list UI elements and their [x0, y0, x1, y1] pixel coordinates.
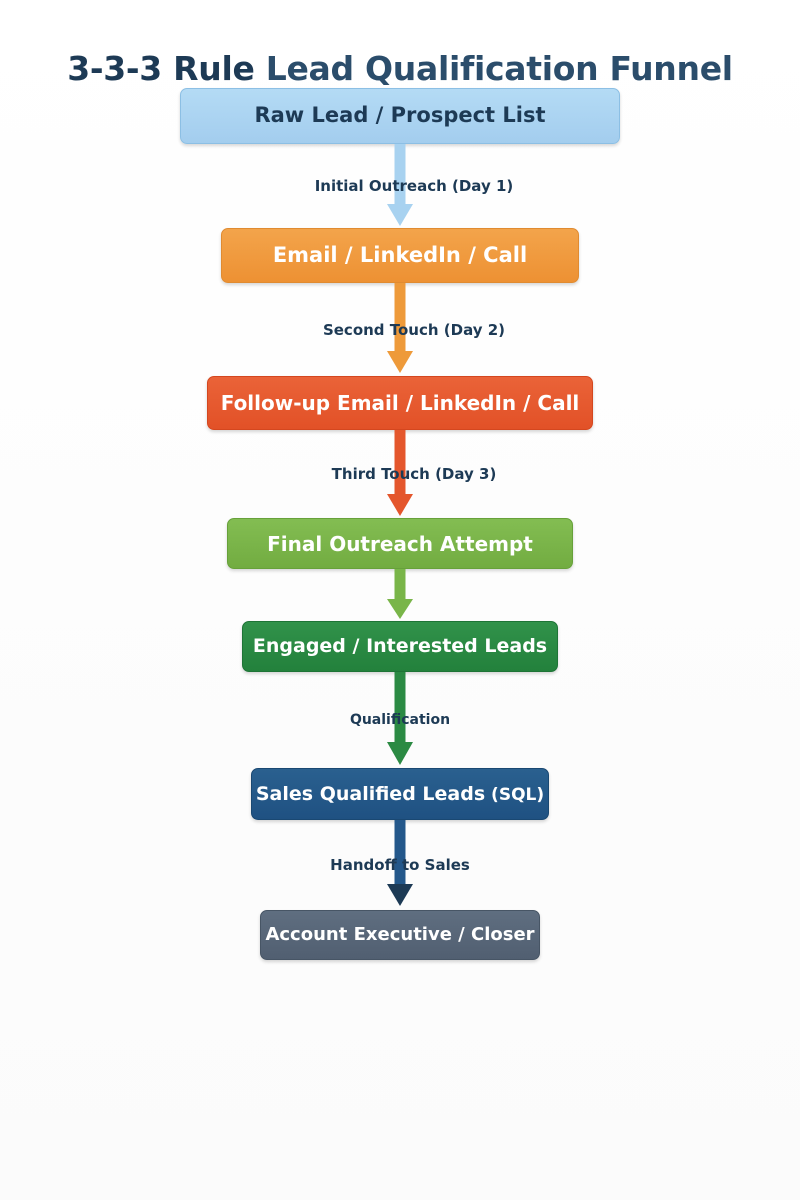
flow-node-first-touch[interactable]: Email / LinkedIn / Call	[221, 228, 579, 283]
flow-node-raw-lead[interactable]: Raw Lead / Prospect List	[180, 88, 620, 144]
flow-node-second-touch[interactable]: Follow-up Email / LinkedIn / Call	[207, 376, 593, 430]
title-strong-part: 3-3-3 Rule	[67, 49, 255, 89]
flow-node-sales-qualified-leads[interactable]: Sales Qualified Leads (SQL)	[251, 768, 549, 820]
flow-node-label: Email / LinkedIn / Call	[272, 242, 528, 267]
flow-node-label: Sales Qualified Leads (SQL)	[242, 782, 558, 805]
flow-connector-to-engaged	[180, 569, 620, 621]
flow-node-label: Raw Lead / Prospect List	[254, 103, 546, 128]
arrow-down-icon	[387, 672, 413, 765]
flow-node-engaged-leads[interactable]: Engaged / Interested Leads	[242, 621, 558, 672]
arrow-down-icon	[387, 569, 413, 619]
flow-connector-handoff: Handoff to Sales	[180, 820, 620, 910]
flow-connector-second-touch: Second Touch (Day 2)	[180, 283, 620, 376]
flow-node-third-touch[interactable]: Final Outreach Attempt	[227, 518, 573, 569]
arrow-down-icon	[387, 283, 413, 373]
flow-node-label: Final Outreach Attempt	[267, 531, 533, 556]
funnel-flowchart: Raw Lead / Prospect List Initial Outreac…	[0, 88, 800, 960]
flow-node-label-suffix: (SQL)	[485, 784, 545, 805]
title-rest-part: Lead Qualification Funnel	[254, 49, 733, 89]
flow-node-label: Engaged / Interested Leads	[252, 635, 548, 658]
arrow-down-icon	[387, 430, 413, 516]
page-title: 3-3-3 Rule Lead Qualification Funnel	[0, 48, 800, 90]
flow-node-label-main: Sales Qualified Leads	[255, 782, 486, 805]
flow-connector-qualification: Qualification	[180, 672, 620, 768]
flow-node-account-executive[interactable]: Account Executive / Closer	[260, 910, 540, 960]
flow-node-label: Account Executive / Closer	[265, 924, 535, 946]
arrow-down-icon	[387, 820, 413, 906]
arrow-down-icon	[387, 144, 413, 226]
flow-connector-third-touch: Third Touch (Day 3)	[180, 430, 620, 518]
flow-connector-initial-outreach: Initial Outreach (Day 1)	[180, 144, 620, 228]
flow-node-label: Follow-up Email / LinkedIn / Call	[220, 391, 580, 415]
